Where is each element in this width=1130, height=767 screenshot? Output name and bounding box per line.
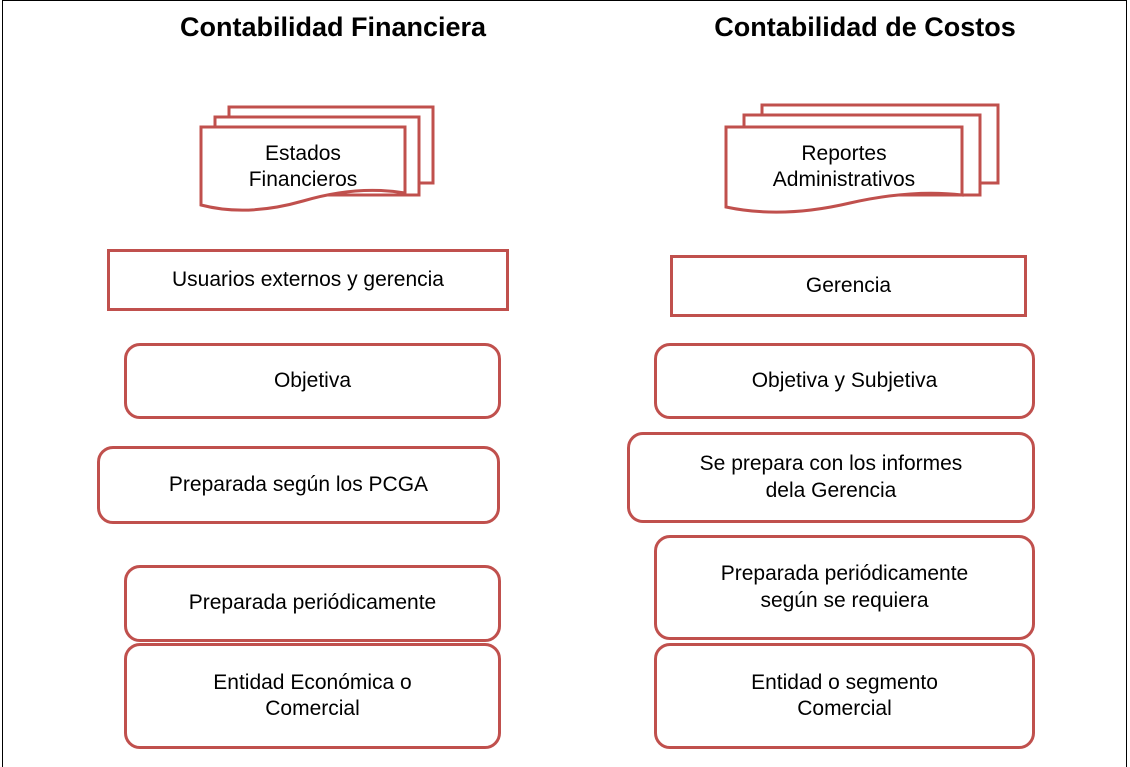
- right-nature-box: Objetiva y Subjetiva: [654, 343, 1035, 419]
- right-document-line-1: Reportes: [801, 141, 887, 165]
- left-frequency-text: Preparada periódicamente: [188, 591, 437, 615]
- left-column-title: Contabilidad Financiera: [179, 12, 487, 42]
- right-frequency-line-1: Preparada periódicamente: [720, 562, 969, 586]
- left-users-box: Usuarios externos y gerencia: [107, 249, 509, 311]
- left-basis-box: Preparada según los PCGA: [97, 446, 500, 524]
- left-nature-box: Objetiva: [124, 343, 501, 419]
- right-basis-line-2: dela Gerencia: [765, 478, 897, 502]
- left-basis-text: Preparada según los PCGA: [168, 472, 429, 496]
- multi-document-icon: [199, 105, 435, 212]
- left-document-line-2: Financieros: [248, 168, 358, 191]
- right-users-text: Gerencia: [805, 273, 892, 297]
- left-frequency-box: Preparada periódicamente: [124, 565, 501, 642]
- right-column-title: Contabilidad de Costos: [714, 12, 1016, 42]
- left-entity-line-2: Comercial: [265, 697, 360, 720]
- right-entity-line-1: Entidad o segmento: [751, 670, 938, 694]
- right-users-box: Gerencia: [670, 255, 1027, 317]
- right-nature-text: Objetiva y Subjetiva: [751, 368, 938, 392]
- multi-document-icon: [724, 103, 1000, 214]
- left-document-line-1: Estados: [265, 141, 341, 165]
- left-entity-line-1: Entidad Económica o: [213, 670, 412, 694]
- right-entity-line-2: Comercial: [797, 697, 892, 720]
- right-frequency-line-2: según se requiera: [760, 588, 929, 612]
- left-entity-box: Entidad Económica o Comercial: [124, 643, 501, 749]
- right-basis-line-1: Se prepara con los informes: [699, 452, 963, 476]
- right-document-line-2: Administrativos: [772, 168, 916, 191]
- left-nature-text: Objetiva: [273, 368, 352, 392]
- left-users-text: Usuarios externos y gerencia: [172, 267, 444, 291]
